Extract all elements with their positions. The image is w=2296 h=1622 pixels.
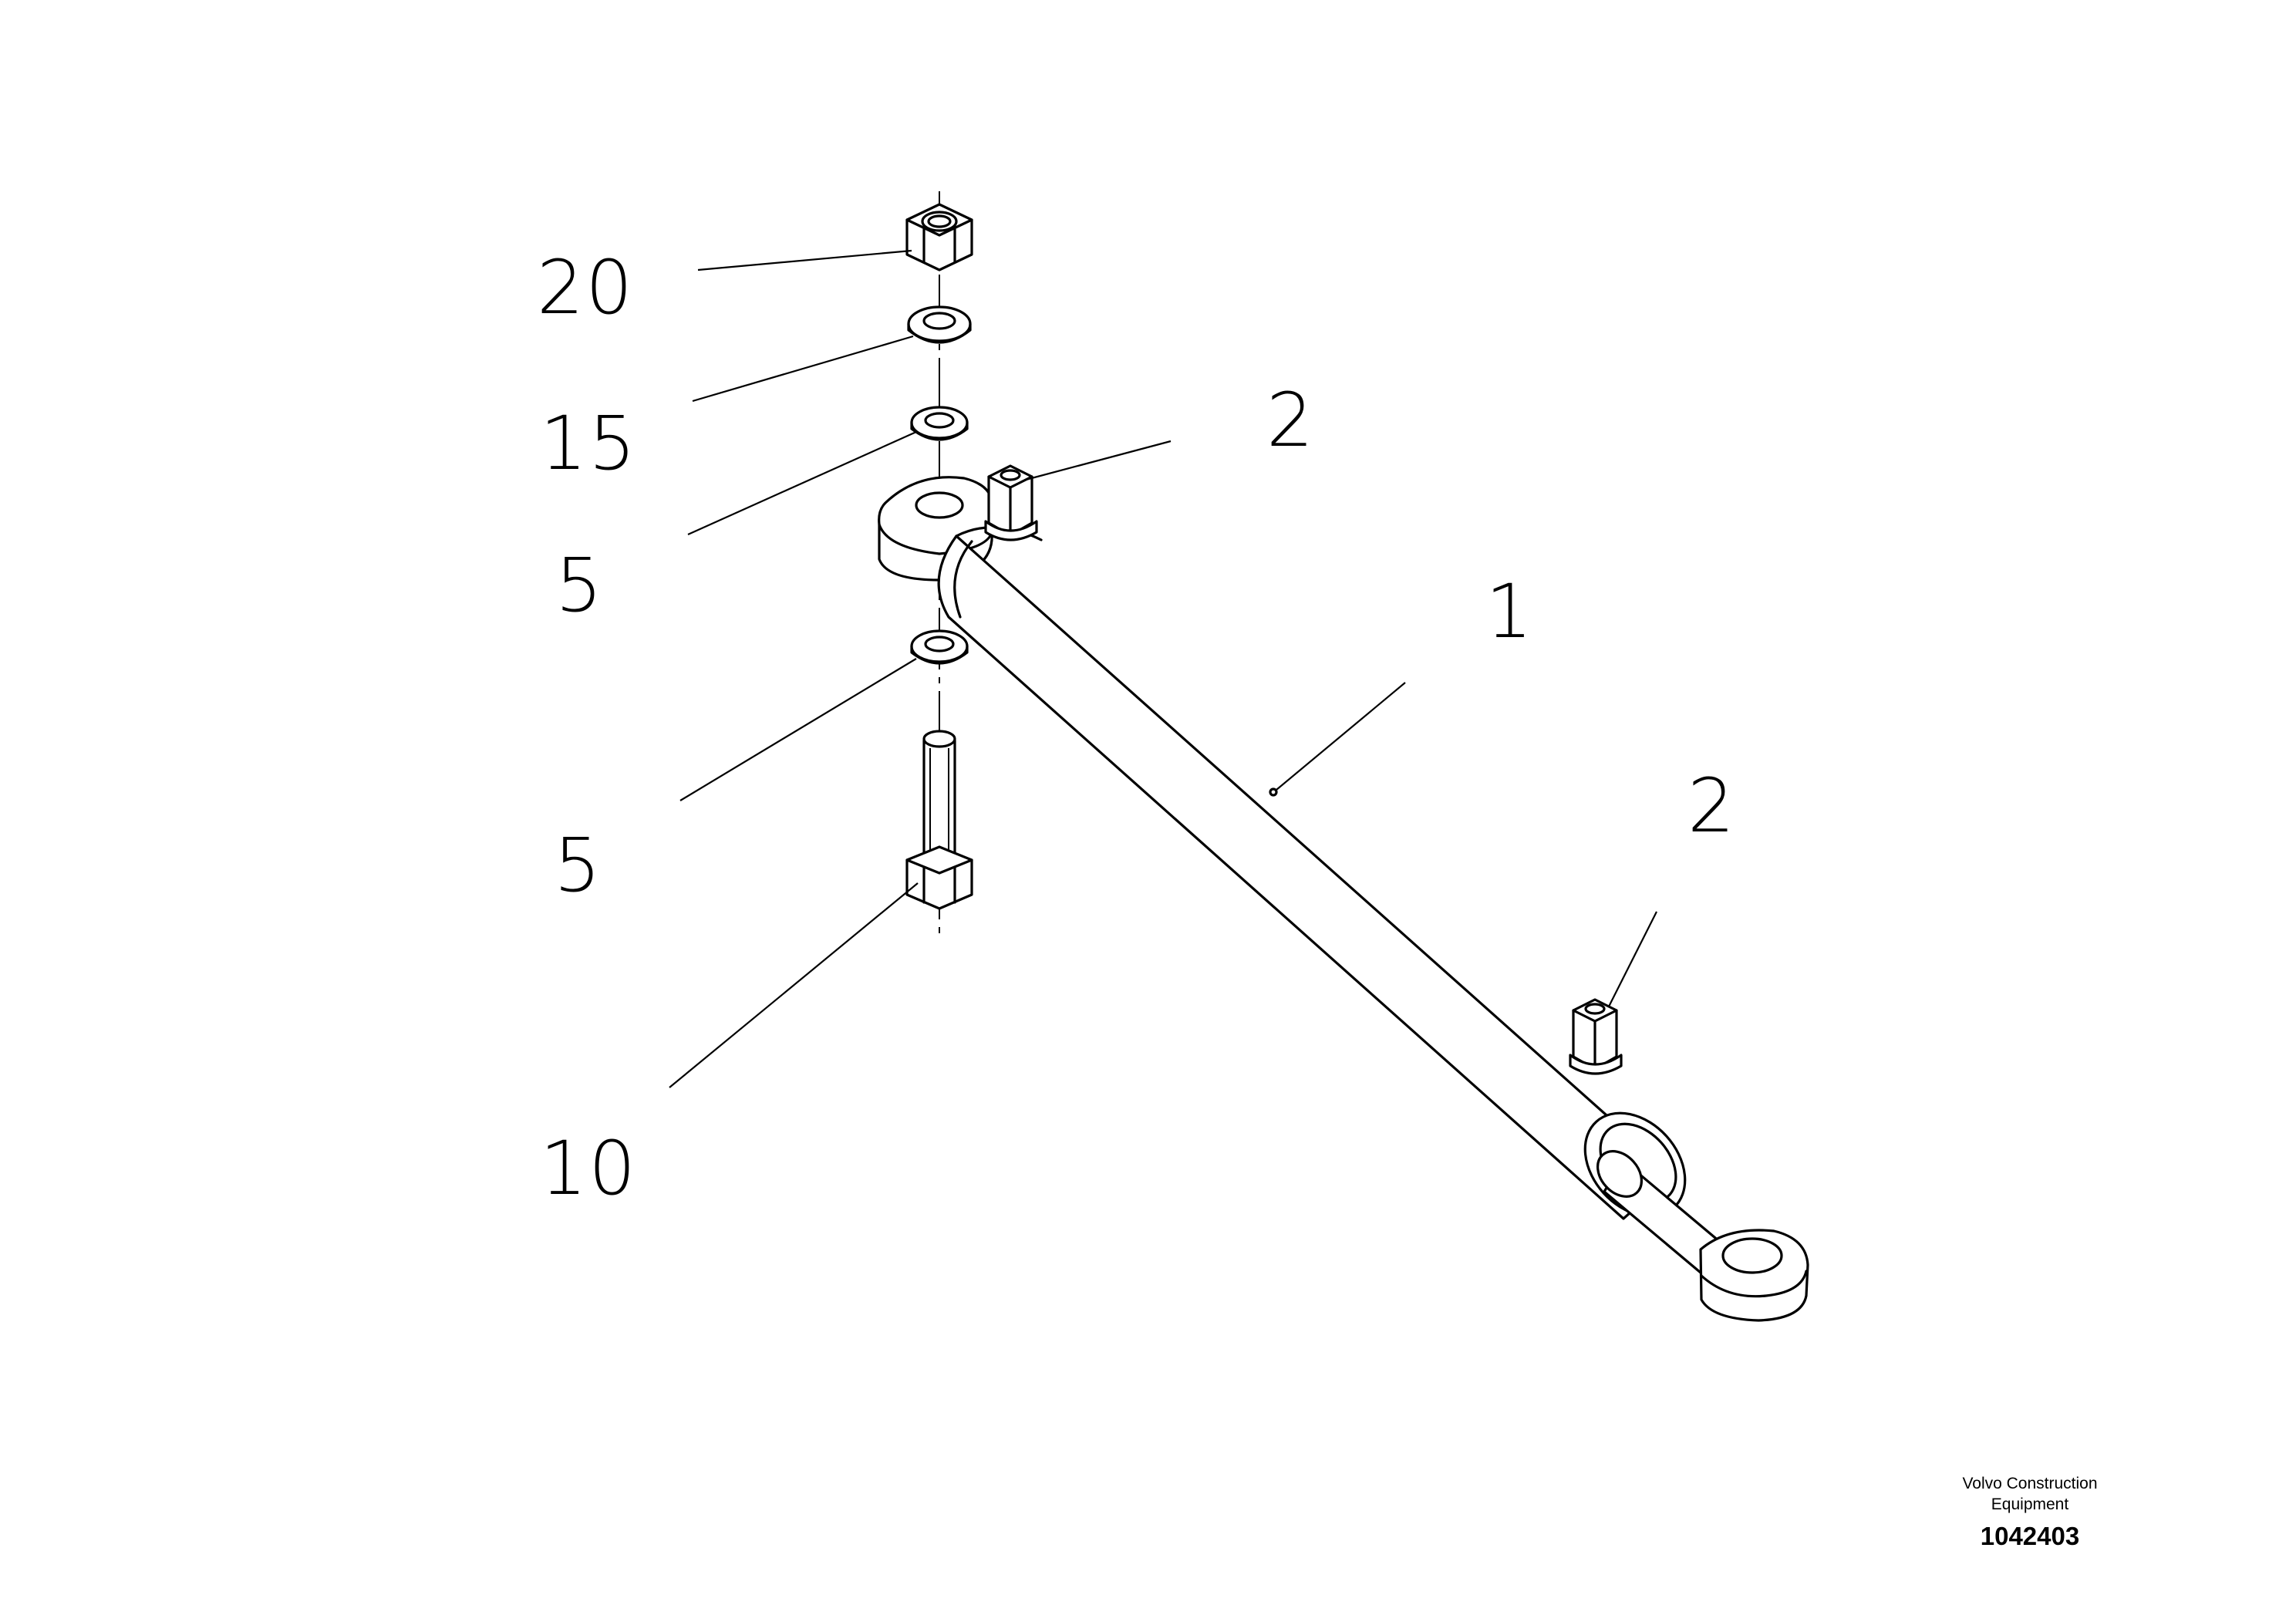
callout-10: 10 xyxy=(540,1125,637,1212)
drawing-number: 1042403 xyxy=(1981,1522,2079,1550)
company-name-line2: Equipment xyxy=(1991,1496,2069,1513)
washer-large xyxy=(907,305,972,344)
washer-upper xyxy=(910,406,969,441)
callout-2-lower: 2 xyxy=(1687,763,1736,849)
callout-2-upper: 2 xyxy=(1266,377,1315,464)
callout-1: 1 xyxy=(1485,568,1534,655)
callout-5-lower: 5 xyxy=(554,822,602,909)
fitting-lower xyxy=(1569,998,1623,1075)
company-name-line1: Volvo Construction xyxy=(1962,1475,2097,1492)
bolt xyxy=(905,730,973,910)
leader-lines xyxy=(669,249,1657,1088)
callout-15: 15 xyxy=(540,400,637,487)
title-block: Volvo Construction Equipment 1042403 xyxy=(1962,1475,2097,1550)
fitting-upper xyxy=(984,464,1038,541)
washer-lower xyxy=(910,629,969,665)
hydraulic-cylinder-body xyxy=(878,476,1809,1322)
callout-5-upper: 5 xyxy=(555,542,604,629)
callout-20: 20 xyxy=(537,244,634,331)
nut xyxy=(905,203,973,271)
